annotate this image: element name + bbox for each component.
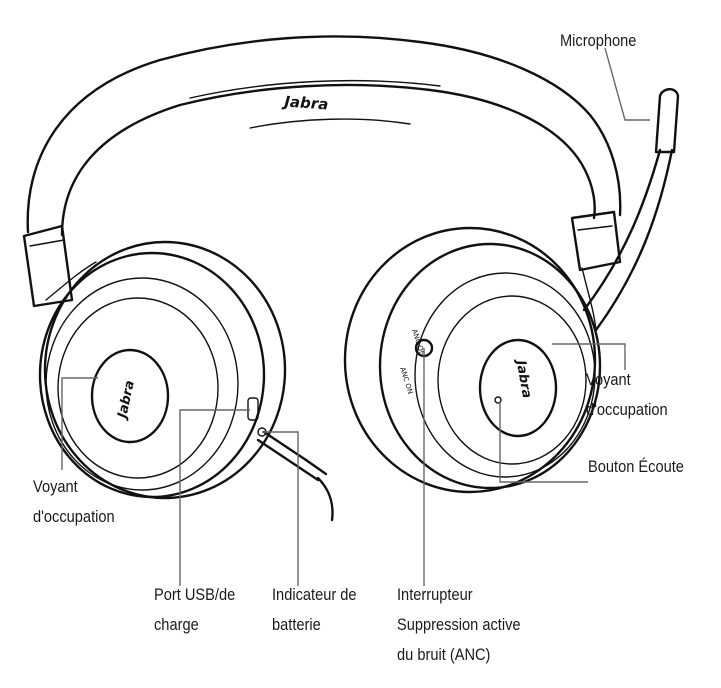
- label-usb-line2: charge: [154, 615, 199, 634]
- right-earcup: Jabra ANC OFF ANC ON: [343, 226, 602, 494]
- left-hinge: [22, 224, 97, 308]
- leader-busy-right: [552, 343, 626, 370]
- label-busy-right: Voyant d'occupation: [586, 365, 668, 425]
- leader-microphone: [604, 47, 650, 121]
- label-battery: Indicateur de batterie: [272, 580, 357, 640]
- listen-button: [494, 396, 502, 404]
- headband: Jabra: [26, 35, 622, 237]
- headband-logo: Jabra: [281, 92, 329, 113]
- leader-listen: [499, 402, 588, 483]
- usb-port: [247, 397, 259, 421]
- label-listen-button: Bouton Écoute: [588, 457, 684, 476]
- label-busy-left: Voyant d'occupation: [33, 472, 115, 532]
- label-anc-switch: Interrupteur Suppression active du bruit…: [397, 580, 521, 670]
- label-usb-line1: Port USB/de: [154, 585, 236, 604]
- anc-on-text: ANC ON: [398, 366, 414, 395]
- label-busy-right-line1: Voyant: [586, 370, 631, 389]
- left-cap: [90, 348, 170, 444]
- label-anc-line1: Interrupteur: [397, 585, 473, 604]
- right-cap-logo: Jabra: [512, 356, 534, 399]
- label-anc-line3: du bruit (ANC): [397, 645, 491, 664]
- microphone-boom: [582, 88, 680, 332]
- label-battery-line2: batterie: [272, 615, 321, 634]
- leader-busy-left: [61, 377, 98, 470]
- label-busy-left-line1: Voyant: [33, 477, 78, 496]
- label-busy-left-line2: d'occupation: [33, 507, 115, 526]
- right-cap: [478, 338, 558, 438]
- label-anc-line2: Suppression active: [397, 615, 521, 634]
- label-microphone: Microphone: [560, 31, 637, 50]
- leader-usb: [179, 409, 250, 586]
- left-earcup: Jabra: [38, 240, 334, 522]
- leader-lines: [61, 47, 650, 586]
- left-cap-logo: Jabra: [115, 379, 138, 422]
- right-hinge: [570, 210, 622, 331]
- label-usb-port: Port USB/de charge: [154, 580, 235, 640]
- label-busy-right-line2: d'occupation: [586, 400, 668, 419]
- leader-battery: [262, 431, 299, 586]
- label-battery-line1: Indicateur de: [272, 585, 357, 604]
